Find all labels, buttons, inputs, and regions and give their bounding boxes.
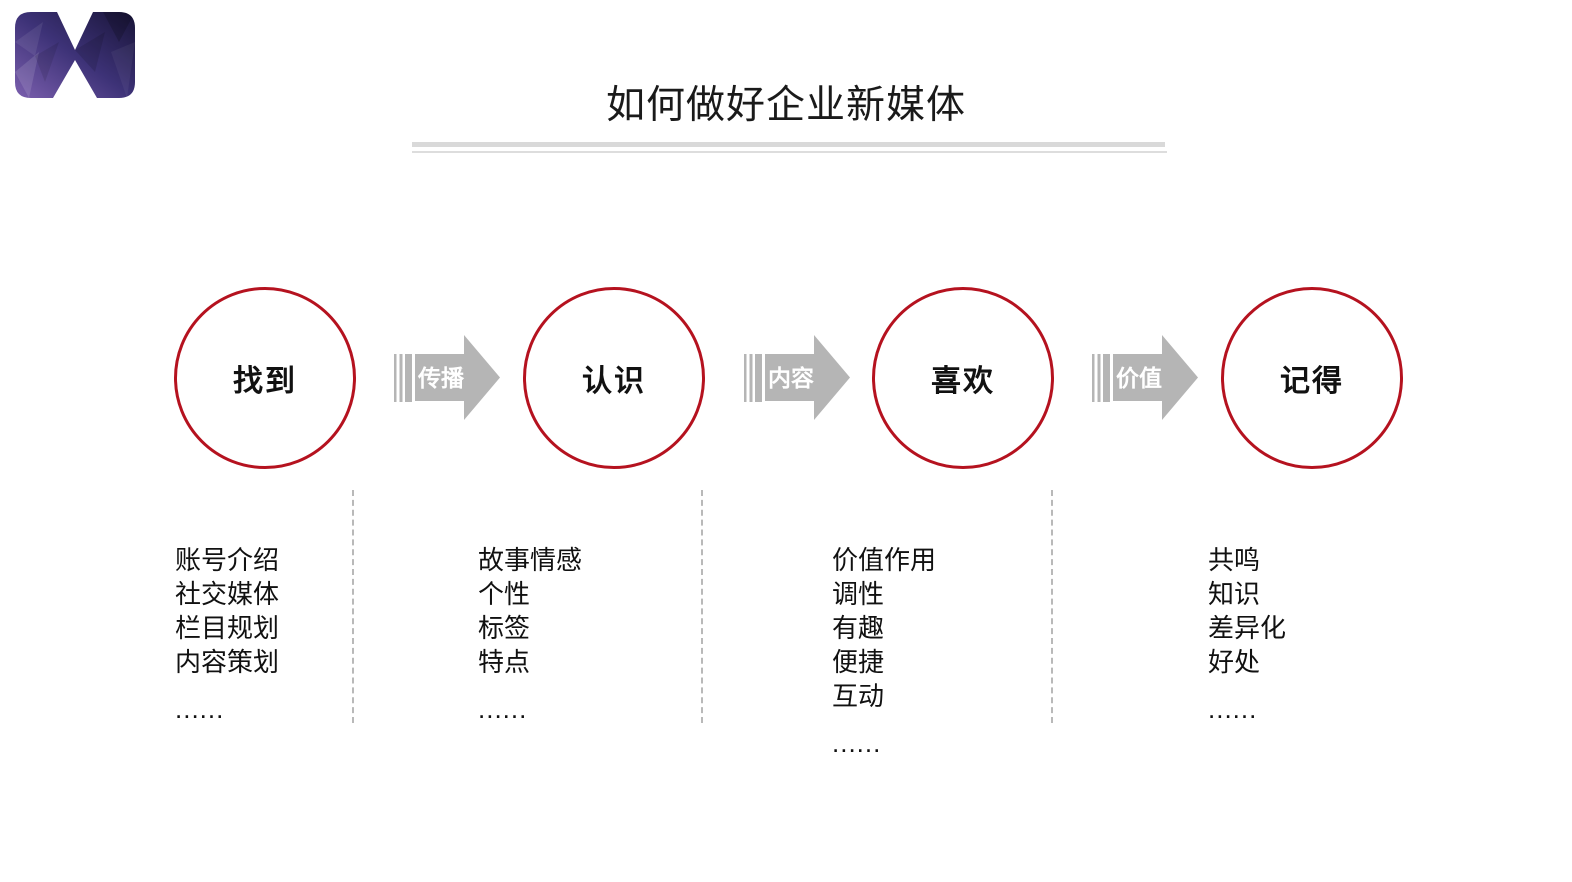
dashed-divider <box>352 490 354 723</box>
title-underline-thin <box>412 151 1167 153</box>
stage-circle-zhaodao: 找到 <box>174 287 356 469</box>
detail-list-jide: 共鸣 知识 差异化 好处 ...... <box>1208 543 1378 726</box>
list-ellipsis: ...... <box>478 694 528 724</box>
dashed-divider <box>1051 490 1053 723</box>
list-item: 互动 <box>832 681 885 711</box>
stage-circle-jide: 记得 <box>1221 287 1403 469</box>
title-underline-thick <box>412 142 1165 147</box>
detail-list-xihuan: 价值作用 调性 有趣 便捷 互动 ...... <box>832 543 1002 760</box>
list-ellipsis: ...... <box>175 694 225 724</box>
list-item: 内容策划 <box>175 647 280 677</box>
list-item: 标签 <box>478 613 531 643</box>
list-item: 栏目规划 <box>175 613 280 643</box>
list-item: 知识 <box>1208 579 1261 609</box>
list-item: 账号介绍 <box>175 545 280 575</box>
list-item: 价值作用 <box>832 545 937 575</box>
stage-label: 认识 <box>582 365 646 398</box>
list-item: 特点 <box>478 647 531 677</box>
list-item: 社交媒体 <box>175 579 280 609</box>
striped-right-arrow-icon: 传播 <box>394 335 500 420</box>
list-item: 好处 <box>1208 647 1261 677</box>
list-item: 有趣 <box>832 613 885 643</box>
stage-circle-xihuan: 喜欢 <box>872 287 1054 469</box>
page-title: 如何做好企业新媒体 <box>605 84 966 127</box>
list-item: 共鸣 <box>1208 545 1261 575</box>
list-item: 调性 <box>832 579 885 609</box>
list-ellipsis: ...... <box>832 728 882 758</box>
striped-right-arrow-icon: 内容 <box>744 335 850 420</box>
dashed-divider <box>701 490 703 723</box>
arrow-label: 传播 <box>417 365 465 391</box>
list-item: 便捷 <box>832 647 885 677</box>
arrow-label: 内容 <box>768 365 814 391</box>
stage-circle-renshi: 认识 <box>523 287 705 469</box>
list-item: 故事情感 <box>478 545 583 575</box>
striped-right-arrow-icon: 价值 <box>1092 335 1198 420</box>
stage-label: 记得 <box>1280 365 1344 398</box>
detail-list-zhaodao: 账号介绍 社交媒体 栏目规划 内容策划 ...... <box>175 543 345 726</box>
stage-label: 喜欢 <box>931 365 995 398</box>
company-m-logo-icon <box>15 12 135 98</box>
detail-list-renshi: 故事情感 个性 标签 特点 ...... <box>478 543 648 726</box>
list-item: 差异化 <box>1208 613 1287 643</box>
stage-label: 找到 <box>233 365 297 398</box>
list-ellipsis: ...... <box>1208 694 1258 724</box>
list-item: 个性 <box>478 579 531 609</box>
arrow-label: 价值 <box>1116 365 1162 391</box>
